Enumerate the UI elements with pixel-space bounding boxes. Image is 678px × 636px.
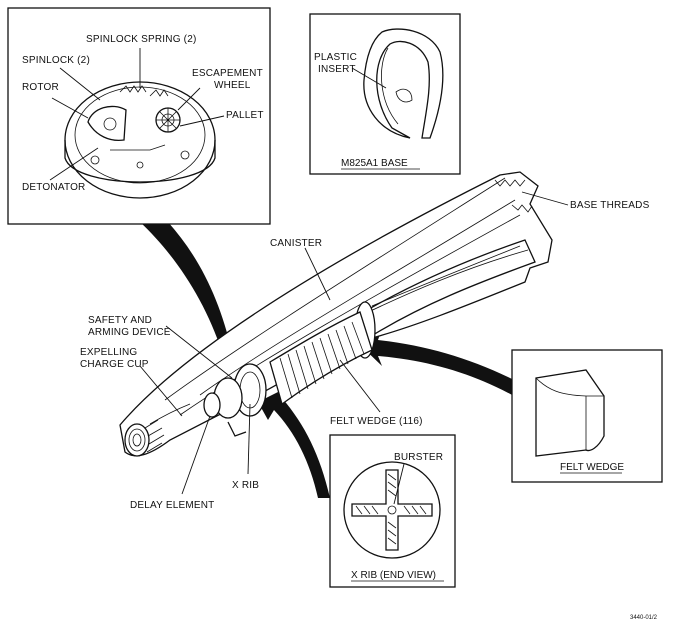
label-safety: SAFETY AND bbox=[88, 315, 152, 326]
callout-arrow-felt-wedge bbox=[355, 328, 514, 396]
label-plastic: PLASTIC bbox=[314, 52, 357, 63]
label-rotor: ROTOR bbox=[22, 82, 59, 93]
inset-felt-wedge: FELT WEDGE bbox=[511, 349, 663, 483]
label-x-rib: X RIB bbox=[232, 480, 259, 491]
inset-safety-arming-device: SPINLOCK SPRING (2) SPINLOCK (2) ROTOR E… bbox=[7, 7, 271, 225]
label-escapement: ESCAPEMENT bbox=[192, 68, 263, 79]
label-plastic-insert: INSERT bbox=[318, 64, 356, 75]
label-canister: CANISTER bbox=[270, 238, 322, 249]
callout-arrow-x-rib bbox=[258, 388, 330, 498]
label-escapement-wheel: WHEEL bbox=[214, 80, 251, 91]
label-delay-element: DELAY ELEMENT bbox=[130, 500, 214, 511]
caption-felt-wedge: FELT WEDGE bbox=[560, 462, 624, 473]
label-spinlock-spring: SPINLOCK SPRING (2) bbox=[86, 34, 197, 45]
label-base-threads: BASE THREADS bbox=[570, 200, 650, 211]
caption-m825a1-base: M825A1 BASE bbox=[341, 158, 408, 169]
inset-x-rib-end-view: BURSTER X RIB (END VIEW) bbox=[329, 434, 456, 588]
felt-wedge-stack bbox=[269, 311, 373, 406]
projectile-assembly bbox=[119, 171, 553, 457]
label-burster: BURSTER bbox=[394, 452, 443, 463]
label-spinlock: SPINLOCK (2) bbox=[22, 55, 90, 66]
label-detonator: DETONATOR bbox=[22, 182, 85, 193]
inset-m825a1-base: PLASTIC INSERT M825A1 BASE bbox=[309, 13, 461, 175]
label-felt-wedge-116: FELT WEDGE (116) bbox=[330, 416, 423, 427]
label-arming-device: ARMING DEVICE bbox=[88, 327, 171, 338]
caption-x-rib-end-view: X RIB (END VIEW) bbox=[351, 570, 436, 581]
label-charge-cup: CHARGE CUP bbox=[80, 359, 149, 370]
label-expelling: EXPELLING bbox=[80, 347, 137, 358]
figure-number: 3440-01/2 bbox=[630, 615, 658, 621]
expelling-charge-cup bbox=[124, 403, 191, 457]
label-pallet: PALLET bbox=[226, 110, 264, 121]
